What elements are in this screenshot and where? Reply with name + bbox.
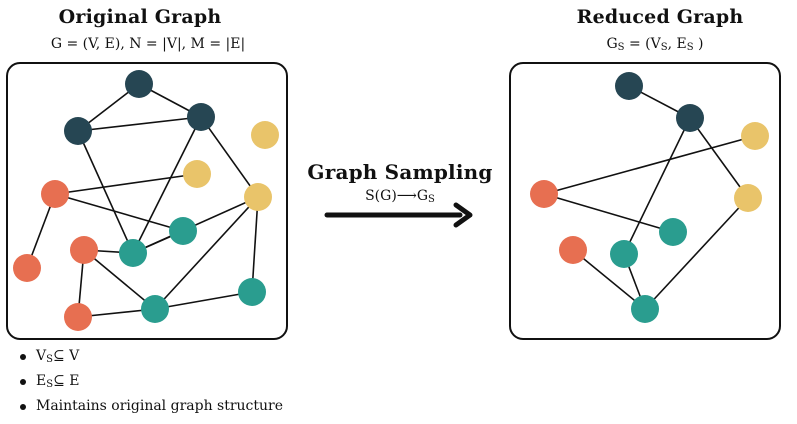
- original-node-l: [119, 239, 147, 267]
- reduced-graph-panel: [509, 62, 781, 340]
- original-node-e: [183, 160, 211, 188]
- original-nodes: [13, 70, 279, 331]
- original-node-a: [125, 70, 153, 98]
- original-node-h: [13, 254, 41, 282]
- bullet-vertex-subset: VS⊆ V: [18, 344, 283, 369]
- original-edges: [26, 83, 259, 318]
- original-edge-f-m: [154, 196, 259, 310]
- reduced-edges: [543, 85, 756, 310]
- original-edge-e-g: [54, 173, 198, 195]
- reduced-edge-i-m: [572, 249, 646, 310]
- original-node-g: [41, 180, 69, 208]
- original-edge-c-f: [200, 116, 259, 198]
- reduced-node-d: [741, 122, 769, 150]
- sampling-arrow: [324, 202, 473, 228]
- reduced-graph-definition: GS = (VS, ES ): [606, 36, 704, 53]
- original-edge-b-l: [77, 130, 134, 254]
- reduced-graph-title: Reduced Graph: [576, 6, 744, 28]
- reduced-edge-b-f: [689, 117, 749, 199]
- original-node-m: [141, 295, 169, 323]
- original-edge-c-l: [132, 116, 202, 254]
- reduced-node-b: [676, 104, 704, 132]
- original-edge-m-n: [154, 291, 253, 310]
- reduced-node-f: [734, 184, 762, 212]
- original-graph-title: Original Graph: [58, 6, 222, 28]
- reduced-node-m: [631, 295, 659, 323]
- sampling-properties-list: VS⊆ V ES⊆ E Maintains original graph str…: [18, 344, 283, 419]
- reduced-nodes: [530, 72, 769, 323]
- bullet-structure: Maintains original graph structure: [18, 394, 283, 419]
- original-node-n: [238, 278, 266, 306]
- original-edge-i-m: [83, 249, 156, 310]
- reduced-edge-g-k: [543, 193, 674, 233]
- original-node-d: [251, 121, 279, 149]
- reduced-edge-d-g: [543, 135, 756, 195]
- original-graph-definition: G = (V, E), N = |V|, M = |E|: [50, 36, 246, 52]
- original-node-b: [64, 117, 92, 145]
- reduced-edge-f-m: [644, 197, 749, 310]
- bullet-edge-subset: ES⊆ E: [18, 369, 283, 394]
- reduced-node-a: [615, 72, 643, 100]
- original-node-f: [244, 183, 272, 211]
- graph-sampling-label: Graph Sampling: [307, 160, 493, 184]
- sampling-formula: S(G)⟶GS: [365, 188, 435, 205]
- original-node-c: [187, 103, 215, 131]
- reduced-node-i: [559, 236, 587, 264]
- reduced-node-l: [610, 240, 638, 268]
- original-graph-panel: [6, 62, 288, 340]
- original-node-k: [169, 217, 197, 245]
- original-node-j: [64, 303, 92, 331]
- original-edge-f-n: [251, 196, 259, 293]
- original-edge-b-c: [77, 116, 202, 132]
- reduced-edge-b-l: [623, 117, 691, 255]
- reduced-node-k: [659, 218, 687, 246]
- original-node-i: [70, 236, 98, 264]
- reduced-node-g: [530, 180, 558, 208]
- original-edge-g-k: [54, 193, 184, 232]
